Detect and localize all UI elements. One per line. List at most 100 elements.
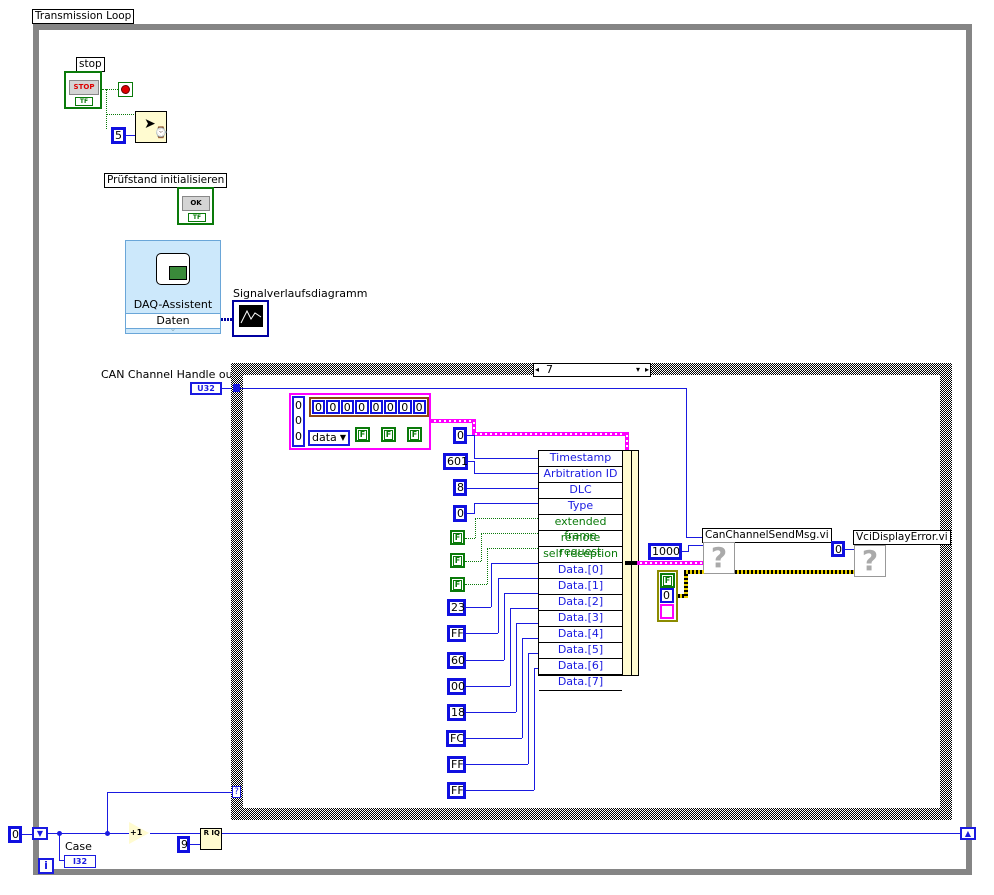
data-1-constant[interactable]: FF [447,625,466,642]
type-constant[interactable]: 0 [453,505,467,522]
display-error-constant[interactable]: 0 [831,541,845,557]
bundle-field[interactable]: remote request [539,531,622,558]
bundle-field[interactable]: extended frame [539,515,622,542]
data-array-constant[interactable]: 0 0 0 0 0 0 0 0 [309,397,429,417]
array-element-2[interactable]: 0 [340,400,355,414]
quotient-remainder-function[interactable]: R IQ [200,828,222,850]
bundle-field[interactable]: Data.[5] [539,643,622,659]
case-selector-terminal[interactable]: ? [232,786,241,798]
bundle-field[interactable]: Arbitration ID [539,467,622,483]
case-indicator-label: Case [65,840,92,853]
array-element-1[interactable]: 0 [326,400,340,414]
stop-terminal[interactable]: STOP TF [64,71,102,109]
error-status-constant[interactable]: F [660,573,675,588]
shift-register-left[interactable]: ▼ [32,827,48,840]
array-element-7[interactable]: 0 [412,400,426,414]
daq-assistant-express-vi[interactable]: DAQ-Assistent Daten ⌄ [125,240,221,334]
error-wire-a [678,594,686,598]
shift-register-init-constant[interactable]: 0 [8,826,22,843]
cluster-num-2[interactable]: 0 [295,430,302,443]
cluster-bool-0[interactable]: F [355,427,370,442]
bundle-field[interactable]: DLC [539,483,622,499]
bundle-field[interactable]: Timestamp [539,451,622,467]
prev-case-icon[interactable]: ◂ [535,365,540,374]
bundle-field[interactable]: Type [539,499,622,515]
wire-segment [510,608,538,609]
cluster-constant[interactable]: 0 0 0 0 0 0 0 0 0 0 0 data ▼ F F F [289,393,431,450]
expand-chevron-icon[interactable]: ⌄ [169,324,177,333]
selector-wire-v [107,792,108,833]
array-element-0[interactable]: 0 [312,400,326,414]
bundle-field[interactable]: Data.[0] [539,563,622,579]
iteration-terminal[interactable]: i [38,858,54,874]
data-7-constant[interactable]: FF [447,782,466,799]
while-loop-frame[interactable] [33,24,972,875]
bundle-field[interactable]: Data.[2] [539,595,622,611]
error-source-constant[interactable] [660,604,674,619]
while-loop-label: Transmission Loop [32,9,135,24]
increment-function[interactable] [129,822,149,844]
enum-value: data [312,431,337,444]
daq-output-terminal[interactable]: Daten [126,313,220,329]
bundle-field[interactable]: Data.[1] [539,579,622,595]
data-0-constant[interactable]: 23 [447,599,466,616]
extended-frame-constant[interactable]: F [450,530,465,545]
array-element-3[interactable]: 0 [355,400,369,414]
data-5-constant[interactable]: FC [446,730,466,747]
error-cluster-constant[interactable]: F 0 [657,570,678,622]
arbitration-id-constant[interactable]: 601 [443,453,468,470]
data-3-constant[interactable]: 00 [447,678,466,695]
wait-ms-function[interactable]: ➤ ⌚ [135,111,168,143]
can-handle-terminal[interactable]: U32 [190,382,222,395]
waveform-chart-terminal[interactable] [232,300,269,337]
shift-down-icon: ▼ [36,829,44,838]
handle-tunnel [233,384,240,392]
shift-register-right[interactable]: ▲ [960,827,976,840]
array-element-6[interactable]: 0 [398,400,412,414]
vci-display-error-subvi[interactable]: ? [854,545,886,577]
init-terminal[interactable]: OK TF [177,187,214,225]
dlc-constant[interactable]: 8 [453,479,467,496]
wait-ms-constant[interactable]: 5 [111,127,126,144]
case-dropdown-icon[interactable]: ▾ [635,365,640,374]
data-4-constant[interactable]: 18 [447,704,466,721]
can-send-msg-subvi[interactable]: ? [703,542,735,574]
case-selector[interactable]: ◂ 7 ▾ ▸ [533,363,651,377]
timestamp-constant[interactable]: 0 [453,427,467,444]
cluster-left-numerics: 0 0 0 [292,396,305,447]
cluster-num-1[interactable]: 0 [295,414,302,427]
increment-out-wire [150,833,200,834]
can-handle-label: CAN Channel Handle out [101,368,237,381]
data-2-constant[interactable]: 60 [447,652,466,669]
enum-dropdown-icon[interactable]: ▼ [339,433,346,442]
bundle-field[interactable]: Data.[7] [539,675,622,691]
loop-condition-terminal[interactable] [118,82,133,97]
bundle-field[interactable]: Data.[3] [539,611,622,627]
type-enum-constant[interactable]: data ▼ [308,430,350,446]
cluster-bool-2[interactable]: F [407,427,422,442]
wire-segment [504,593,505,660]
bundle-field[interactable]: Data.[6] [539,659,622,675]
remote-request-constant[interactable]: F [450,553,465,568]
data-6-constant[interactable]: FF [447,756,466,773]
timeout-constant[interactable]: 1000 [648,543,682,560]
wire-segment [516,623,517,712]
array-element-5[interactable]: 0 [383,400,398,414]
error-code-constant[interactable]: 0 [660,588,674,603]
next-case-icon[interactable]: ▸ [644,365,649,374]
bundle-field[interactable]: self reception [539,547,622,563]
cluster-num-0[interactable]: 0 [295,399,302,412]
case-indicator-terminal[interactable]: I32 [64,855,96,868]
divisor-constant[interactable]: 9 [177,836,190,853]
self-reception-constant[interactable]: F [450,577,465,592]
bundle-field[interactable]: Data.[4] [539,627,622,643]
chart-label: Signalverlaufsdiagramm [233,287,368,300]
case-indicator-wire-h [59,860,65,861]
wire-segment [487,548,538,549]
cluster-bool-1[interactable]: F [381,427,396,442]
wire-segment [528,653,529,764]
stop-sign-icon [121,85,130,94]
stop-button-glyph: STOP [69,80,99,95]
array-element-4[interactable]: 0 [369,400,383,414]
